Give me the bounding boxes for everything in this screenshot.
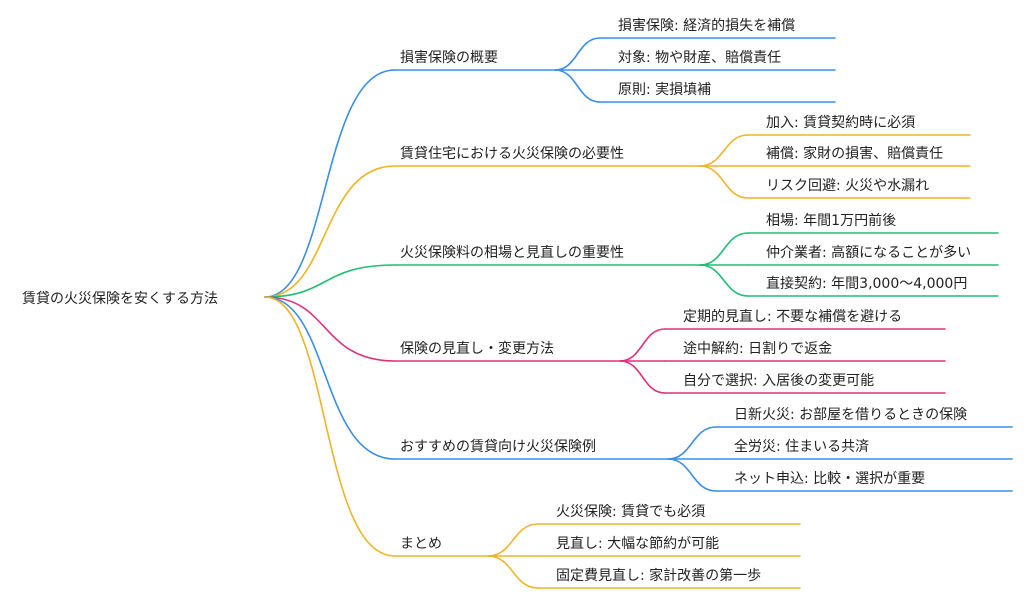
child-connector	[699, 264, 749, 297]
child-topic: ネット申込: 比較・選択が重要	[734, 471, 925, 487]
root-connector	[264, 165, 396, 298]
child-topic: 自分で選択: 入居後の変更可能	[683, 372, 874, 389]
child-connector	[554, 37, 601, 71]
child-connector	[699, 232, 749, 266]
child-connector	[667, 426, 717, 460]
child-topic: 損害保険: 経済的損失を補償	[618, 18, 795, 34]
root-connector	[264, 296, 396, 460]
child-topic: 加入: 賃貸契約時に必須	[766, 115, 915, 131]
child-topic: 対象: 物や財産、賠償責任	[618, 50, 781, 66]
child-topic: リスク回避: 火災や水漏れ	[766, 178, 929, 194]
branch-topic: 保険の見直し・変更方法	[400, 340, 554, 357]
child-topic: 直接契約: 年間3,000〜4,000円	[766, 275, 967, 292]
root-connector	[264, 296, 396, 362]
child-topic: 見直し: 大幅な節約が可能	[556, 535, 719, 552]
child-topic: 固定費見直し: 家計改善の第一歩	[556, 567, 761, 584]
child-connector	[619, 328, 666, 362]
root-connector	[264, 296, 396, 557]
child-connector	[487, 555, 539, 589]
child-topic: 定期的見直し: 不要な補償を避ける	[683, 308, 902, 325]
child-topic: 補償: 家財の損害、賠償責任	[766, 145, 943, 162]
branch-topic: まとめ	[400, 536, 442, 552]
branch-topic: 火災保険料の相場と見直しの重要性	[400, 244, 624, 261]
child-topic: 日新火災: お部屋を借りるときの保険	[734, 407, 967, 423]
branch-topic: 損害保険の概要	[400, 50, 498, 66]
root-connector	[264, 264, 396, 298]
child-connector	[699, 134, 749, 167]
root-topic: 賃貸の火災保険を安くする方法	[22, 291, 218, 307]
child-topic: 途中解約: 日割りで返金	[683, 340, 832, 357]
label-layer: 賃貸の火災保険を安くする方法 損害保険の概要 損害保険: 経済的損失を補償対象: …	[22, 18, 971, 584]
child-connector	[619, 360, 666, 394]
branch-topic: おすすめの賃貸向け火災保険例	[400, 439, 596, 455]
child-topic: 全労災: 住まいる共済	[734, 438, 869, 455]
child-connector	[667, 458, 717, 492]
root-connector	[264, 69, 396, 298]
branch-topic: 賃貸住宅における火災保険の必要性	[400, 146, 624, 162]
child-topic: 相場: 年間1万円前後	[766, 212, 896, 229]
connector-layer	[264, 37, 1013, 589]
child-connector	[487, 523, 539, 557]
child-topic: 仲介業者: 高額になることが多い	[766, 244, 971, 261]
child-topic: 原則: 実損填補	[618, 82, 711, 98]
child-topic: 火災保険: 賃貸でも必須	[556, 504, 705, 520]
child-connector	[699, 165, 749, 199]
child-connector	[554, 69, 601, 103]
